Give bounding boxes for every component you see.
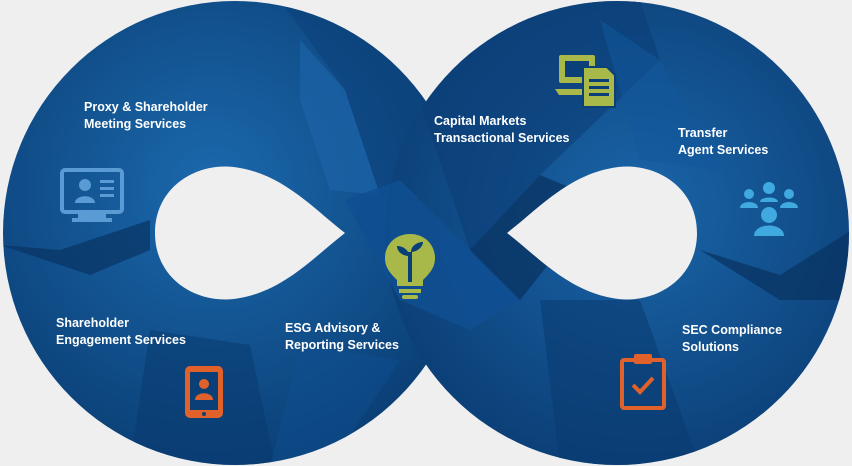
label-line: Shareholder [56,316,129,330]
label-line: Meeting Services [84,117,187,131]
label-line: Reporting Services [285,338,399,352]
label-line: SEC Compliance [682,323,783,337]
laptop-document-icon [555,55,616,108]
clipboard-check-icon [620,354,666,410]
capital-markets-transactional-services-label: Capital Markets Transactional Services [434,113,570,147]
label-line: Proxy & Shareholder [84,100,208,114]
label-line: Solutions [682,340,739,354]
transfer-agent-services-label: Transfer Agent Services [678,125,768,159]
label-line: ESG Advisory & [285,321,381,335]
people-group-icon [740,182,798,236]
proxy-shareholder-meeting-services-label: Proxy & Shareholder Meeting Services [84,99,208,133]
tablet-person-icon [185,366,223,418]
label-line: Capital Markets [434,114,527,128]
sec-compliance-solutions-label: SEC Compliance Solutions [682,322,782,356]
left-ring-hole [155,166,345,300]
segment-divider [700,230,849,300]
lightbulb-plant-icon [385,234,435,299]
right-ring-hole [507,166,697,300]
monitor-id-card-icon [60,168,124,222]
segment-shade [270,345,400,465]
label-line: Engagement Services [56,333,186,347]
segment-shade [600,20,720,170]
esg-advisory-reporting-services-label: ESG Advisory & Reporting Services [285,320,399,354]
shareholder-engagement-services-label: Shareholder Engagement Services [56,315,186,349]
label-line: Agent Services [678,143,769,157]
label-line: Transfer [678,126,728,140]
segment-divider [3,220,150,275]
label-line: Transactional Services [434,131,570,145]
segment-divider [300,40,380,195]
